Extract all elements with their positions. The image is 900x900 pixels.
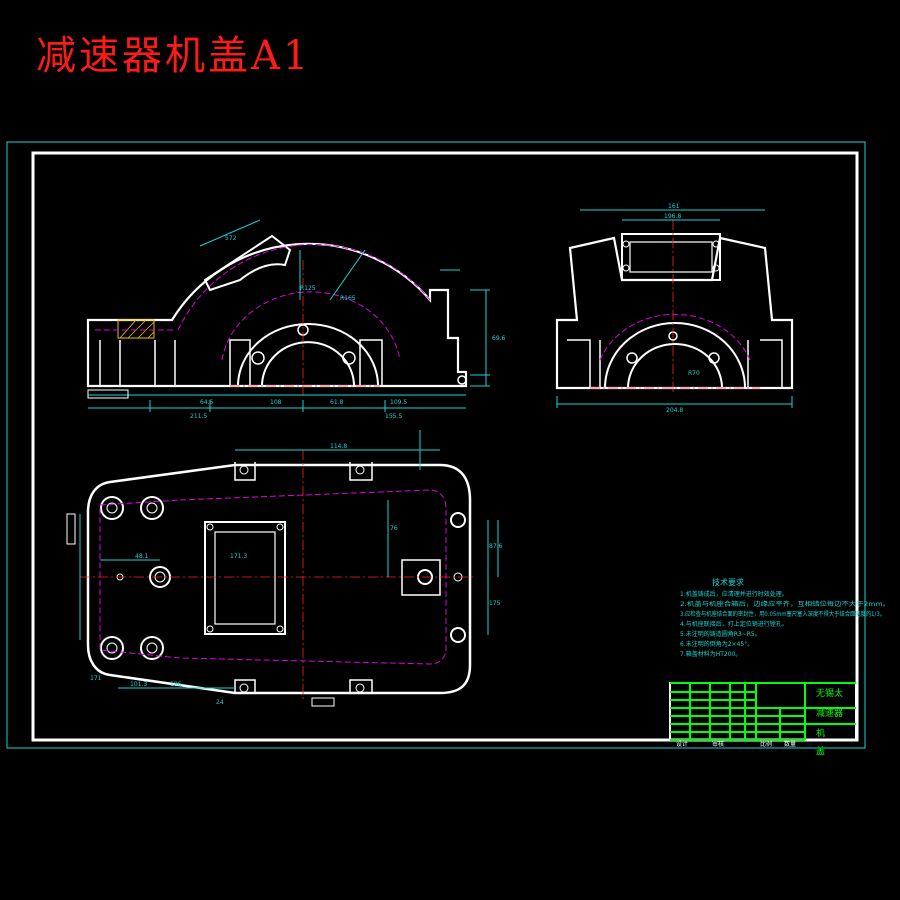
dim-front-155: 155.5 — [385, 413, 402, 420]
tech-req-item: 7.箱盖材料为HT200。 — [680, 650, 741, 658]
dim-front-69: 69.6 — [492, 335, 506, 342]
tech-req-item: 2.机盖与机座合箱后，边缘应平齐，互相错位每边不大于2mm。 — [680, 600, 890, 608]
title-block-label: 数量 — [784, 740, 796, 748]
title-block-label: 审核 — [712, 740, 724, 748]
dim-side-204: 204.8 — [666, 407, 683, 414]
dim-front-109: 109.5 — [390, 399, 407, 406]
dim-side-196: 196.8 — [664, 213, 681, 220]
dim-front-r125: R125 — [300, 285, 316, 292]
side-view-outline — [555, 236, 794, 390]
dim-front-572: 572 — [225, 235, 237, 242]
sheet-outer-frame — [6, 141, 866, 749]
dim-front-r165: R165 — [340, 295, 356, 302]
dim-top-76: 76 — [390, 525, 398, 532]
tech-req-item: 5.未注明的铸造圆角R3~R5。 — [680, 630, 761, 638]
tech-req-item: 3.应检查与机座结合面的密封性，用0.05mm塞尺塞入深度不得大于结合面宽度的1… — [680, 610, 885, 618]
tech-req-heading: 技术要求 — [712, 577, 744, 587]
dim-side-r70: R70 — [688, 370, 700, 377]
dim-top-48: 48.1 — [135, 553, 149, 560]
tech-req-item: 4.与机座联接后，打上定位销进行镗孔。 — [680, 620, 788, 628]
dim-front-108: 108 — [270, 399, 282, 406]
technical-requirements: 技术要求 1.机盖铸成后，应清理并进行时效处理。 2.机盖与机座合箱后，边缘应平… — [680, 577, 890, 658]
front-view-bearing-bore — [261, 341, 355, 387]
dim-top-186: 186 — [170, 681, 182, 688]
dim-front-64: 64.5 — [200, 399, 214, 406]
title-block-label: 比例 — [760, 740, 772, 748]
dim-side-161: 161 — [668, 203, 680, 210]
dim-top-171: 171.3 — [230, 553, 247, 560]
tech-req-item: 1.机盖铸成后，应清理并进行时效处理。 — [680, 590, 788, 598]
front-view-bearing-boss — [237, 323, 379, 387]
drawing-title: 减速器机盖A1 — [36, 33, 312, 79]
dim-top-24: 24 — [216, 699, 224, 706]
front-view: 572 64.5 108 61.8 109.5 211.5 155.5 69.6… — [86, 219, 506, 420]
title-block-name: 减速器 — [816, 707, 843, 719]
dim-front-61: 61.8 — [330, 399, 344, 406]
title-block: 无锡太 减速器 机 盖 设计 审核 比例 数量 — [669, 682, 857, 757]
dim-top-171b: 171 — [90, 675, 102, 682]
tech-req-item: 6.未注明的倒角为2×45°。 — [680, 640, 753, 648]
side-view: 161 196.8 R70 204.8 — [555, 203, 794, 414]
top-view: 114.8 76 48.1 171.3 87.6 175 101.3 186 2… — [66, 430, 503, 707]
dim-front-211: 211.5 — [190, 413, 207, 420]
dim-top-175: 175 — [489, 600, 501, 607]
top-view-outline — [86, 463, 472, 695]
title-block-name-3: 盖 — [816, 745, 825, 757]
title-block-name-2: 机 — [816, 727, 825, 739]
front-view-lug — [203, 234, 292, 292]
sheet-inner-border — [31, 151, 859, 742]
dim-top-114: 114.8 — [330, 443, 347, 450]
dim-top-101: 101.3 — [130, 681, 147, 688]
title-block-label: 设计 — [676, 740, 688, 748]
dim-top-87: 87.6 — [489, 543, 503, 550]
title-block-school: 无锡太 — [816, 687, 843, 699]
